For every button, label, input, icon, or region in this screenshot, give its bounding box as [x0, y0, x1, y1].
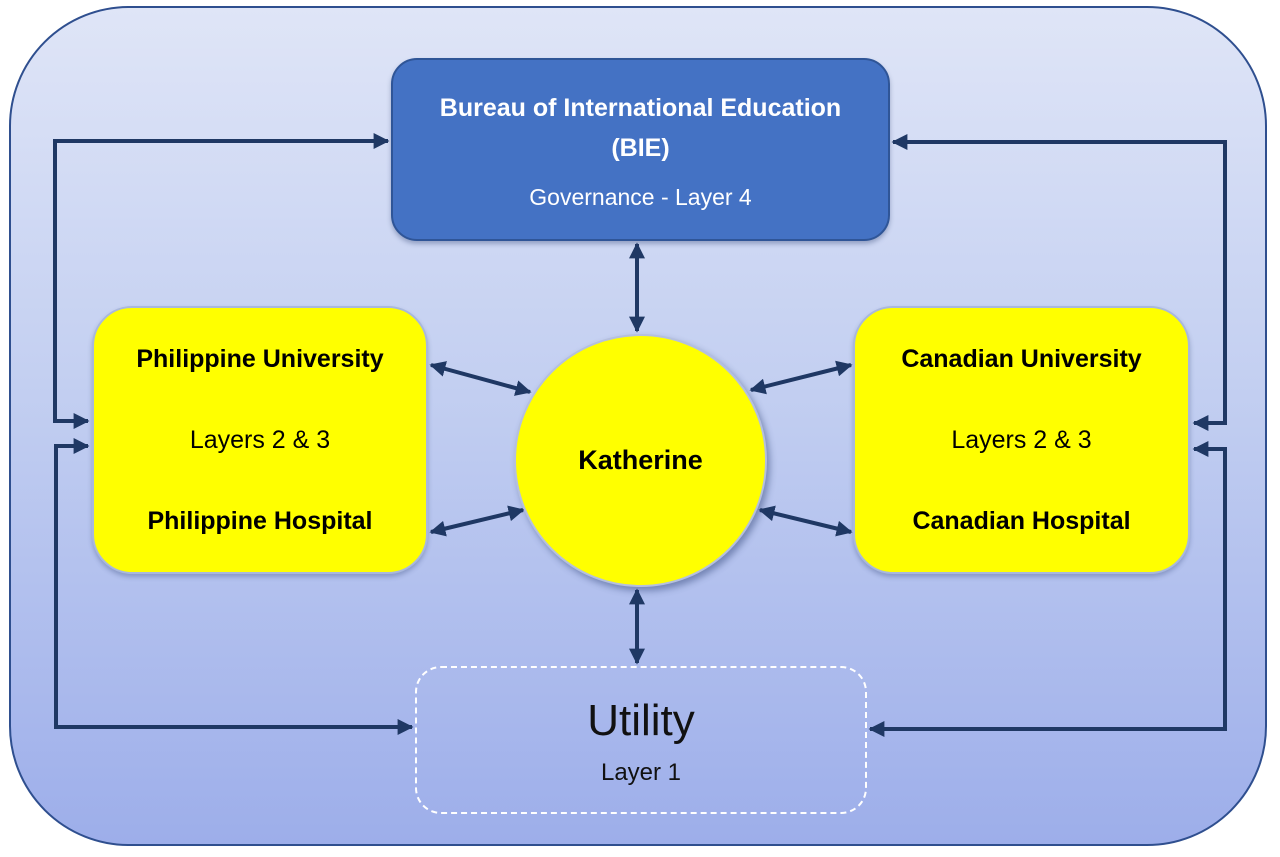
connector-philippine-university-to-katherine	[429, 361, 532, 396]
connector-canadian-hospital-to-katherine	[758, 505, 853, 537]
canadian-layers-label: Layers 2 & 3	[951, 425, 1092, 454]
bie-title: Bureau of International Education (BIE)	[439, 94, 842, 162]
canadian-university-label: Canadian University	[901, 344, 1142, 373]
philippine-institutions-box: Philippine University Layers 2 & 3 Phili…	[92, 306, 428, 574]
connector-philippine-to-utility	[54, 438, 414, 735]
canadian-hospital-label: Canadian Hospital	[912, 506, 1131, 535]
utility-layer-label: Layer 1	[600, 759, 682, 786]
connector-philippine-hospital-to-katherine	[429, 505, 525, 537]
connector-canadian-university-to-katherine	[749, 360, 853, 395]
canadian-institutions-box: Canadian University Layers 2 & 3 Canadia…	[853, 306, 1190, 574]
bie-governance-box: Bureau of International Education (BIE) …	[391, 58, 890, 241]
bie-layer-label: Governance - Layer 4	[529, 184, 752, 210]
katherine-node: Katherine	[514, 334, 767, 587]
utility-title: Utility	[587, 696, 695, 745]
connector-canadian-to-utility	[868, 441, 1227, 737]
connector-bie-to-philippine	[53, 133, 390, 429]
philippine-layers-label: Layers 2 & 3	[189, 425, 331, 454]
philippine-hospital-label: Philippine Hospital	[147, 506, 373, 535]
philippine-university-label: Philippine University	[136, 344, 384, 373]
katherine-label: Katherine	[578, 445, 703, 475]
utility-box: Utility Layer 1	[415, 666, 867, 814]
connector-bie-to-canadian	[891, 134, 1227, 431]
